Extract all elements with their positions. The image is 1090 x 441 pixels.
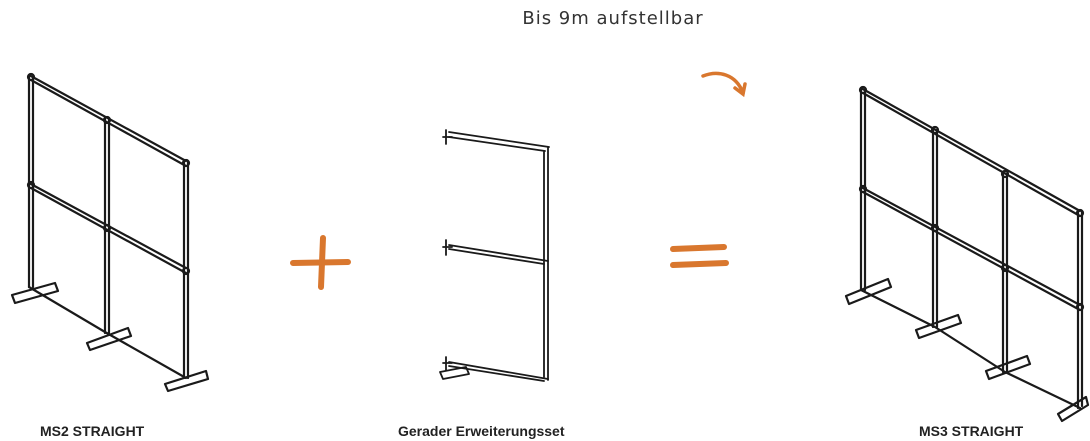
equals-icon: [670, 244, 729, 268]
frame-ms3-illustration: [844, 85, 1090, 423]
handwritten-note: Bis 9m aufstellbar: [522, 8, 704, 29]
plus-icon: [290, 235, 351, 290]
curved-arrow-icon: [701, 71, 747, 98]
extension-set-illustration: [439, 129, 550, 382]
frame-ms2-illustration: [10, 72, 210, 393]
caption-ms2: MS2 STRAIGHT: [40, 423, 145, 439]
caption-ms3: MS3 STRAIGHT: [919, 423, 1024, 439]
caption-extension-set: Gerader Erweiterungsset: [398, 423, 565, 439]
